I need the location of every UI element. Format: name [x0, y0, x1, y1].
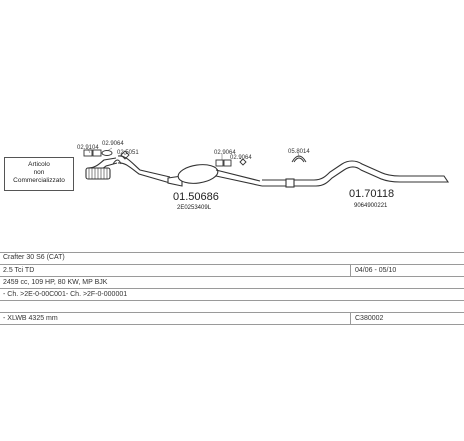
- note-line: Articolo: [28, 161, 50, 168]
- rear-pipe: [285, 160, 450, 188]
- main-part-ref: 9064900221: [354, 203, 388, 209]
- note-line: Commercializzato: [13, 177, 65, 184]
- table-rule: [0, 312, 464, 313]
- table-rule: [0, 300, 464, 301]
- table-rule: [0, 276, 464, 277]
- part-code-label: 02.9064: [102, 141, 124, 147]
- part-code-label: 02.9104: [77, 145, 99, 151]
- production-years: 04/06 - 05/10: [355, 267, 397, 274]
- clamp-icon: [83, 149, 102, 157]
- part-code-label: 02.9064: [230, 155, 252, 161]
- part-code-label: 05.8014: [288, 149, 310, 155]
- front-pipe: [85, 155, 171, 184]
- front-silencer: [167, 164, 286, 187]
- table-divider: [350, 264, 351, 276]
- vehicle-model: Crafter 30 S6 (CAT): [3, 254, 65, 261]
- hanger-icon: [120, 150, 130, 160]
- engine-type: 2.5 Tci TD: [3, 267, 35, 274]
- main-part-code: 01.70118: [349, 188, 394, 200]
- part-code-label: 02.5051: [117, 150, 139, 156]
- exhaust-diagram: 02.9104 02.9064 02.5051 02.9064 02.9064 …: [77, 141, 450, 211]
- table-divider: [350, 312, 351, 324]
- chassis-range: - Ch. >2E-0-00C001- Ch. >2F-0-000001: [3, 291, 128, 298]
- bracket-icon: [112, 159, 122, 165]
- table-rule: [0, 288, 464, 289]
- wheelbase: - XLWB 4325 mm: [3, 315, 58, 322]
- table-rule: [0, 324, 464, 325]
- note-line: non: [33, 169, 45, 176]
- main-part-code: 01.50686: [173, 191, 219, 203]
- not-available-note: Articolo non Commercializzato: [4, 157, 74, 191]
- catalog-number: C380002: [355, 315, 384, 322]
- rear-pipe-connector: [285, 178, 295, 188]
- table-rule: [0, 264, 464, 265]
- table-rule: [0, 252, 464, 253]
- part-code-label: 02.9064: [214, 150, 236, 156]
- clamp-icon: [215, 159, 232, 167]
- engine-details: 2459 cc, 109 HP, 80 KW, MP BJK: [3, 279, 108, 286]
- gasket-icon: [101, 150, 113, 156]
- leader-lines: [87, 147, 300, 161]
- main-part-ref: 2E0253409L: [177, 205, 212, 211]
